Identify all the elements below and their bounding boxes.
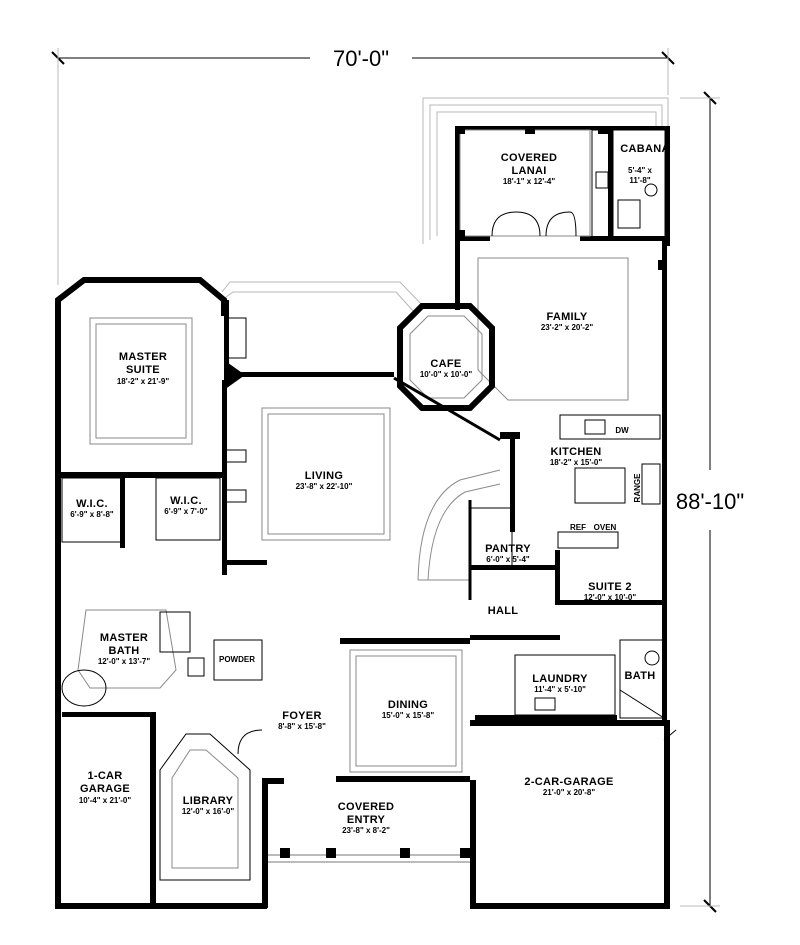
- covered-lanai-room: [455, 126, 613, 241]
- kitchen-label: KITCHEN: [551, 446, 602, 458]
- width-dimension-line: [51, 48, 675, 285]
- master-suite-label: MASTER: [119, 351, 167, 363]
- one-car-garage-label: 1-CAR: [87, 770, 122, 782]
- laundry-room: [475, 654, 617, 720]
- stair: [417, 469, 501, 600]
- bath-room: [619, 639, 665, 719]
- laundry-dims: 11'-4" x 5'-10": [534, 685, 586, 694]
- library-label: LIBRARY: [183, 795, 234, 807]
- powder-room: [187, 639, 263, 681]
- laundry-label: LAUNDRY: [532, 673, 588, 685]
- covered-lanai-label-2: LANAI: [511, 165, 546, 177]
- rear-patio-outline: [221, 281, 423, 313]
- cabana-label: CABANA: [620, 143, 669, 155]
- master-bath-label-2: BATH: [109, 645, 140, 657]
- master-bath-label: MASTER: [100, 632, 148, 644]
- kitchen-room: [500, 414, 661, 549]
- cafe-dims: 10'-0" x 10'-0": [420, 370, 473, 379]
- covered-entry-label: COVERED: [338, 801, 395, 813]
- family-label: FAMILY: [546, 311, 587, 323]
- library-dims: 12'-0" x 16'-0": [182, 807, 235, 816]
- covered-entry-area: [262, 778, 470, 858]
- dw-label: DW: [615, 426, 629, 435]
- pantry-dims: 6'-0" x 5'-4": [486, 555, 530, 564]
- cafe-room: [397, 303, 495, 411]
- wic-1-label: W.I.C.: [76, 498, 108, 510]
- bath-label: BATH: [625, 670, 656, 682]
- suite-2-room: [555, 550, 665, 605]
- two-car-garage-dims: 21'-0" x 20'-8": [543, 788, 596, 797]
- wic-1-dims: 6'-9" x 8'-8": [70, 510, 114, 519]
- living-dims: 23'-8" x 22'-10": [296, 482, 353, 491]
- wic-2-label: W.I.C.: [170, 495, 202, 507]
- hall-label: HALL: [488, 605, 519, 617]
- cabana-dims-2: 11'-8": [629, 176, 650, 185]
- foyer-dims: 8'-8" x 15'-8": [278, 722, 326, 731]
- dining-room: [336, 638, 470, 782]
- one-car-garage-room: [150, 712, 156, 902]
- exterior-walls: [55, 126, 670, 909]
- covered-entry-label-2: ENTRY: [347, 814, 386, 826]
- master-suite-dims: 18'-2" x 21'-9": [117, 377, 170, 386]
- overall-depth-label: 88'-10": [676, 489, 744, 514]
- foyer-label: FOYER: [282, 710, 321, 722]
- covered-lanai-label: COVERED: [501, 152, 558, 164]
- two-car-garage-label: 2-CAR-GARAGE: [524, 776, 613, 788]
- cabana-dims: 5'-4" x: [628, 166, 652, 175]
- lanai-steps: [422, 97, 669, 244]
- master-bath-dims: 12'-0" x 13'-7": [98, 657, 151, 666]
- cafe-label: CAFE: [430, 358, 461, 370]
- pantry-label: PANTRY: [485, 543, 531, 555]
- dining-dims: 15'-0" x 15'-8": [382, 711, 435, 720]
- living-room: [222, 376, 501, 565]
- one-car-garage-label-2: GARAGE: [80, 783, 130, 795]
- oven-label: OVEN: [594, 523, 617, 532]
- pantry-room: [469, 507, 560, 570]
- family-dims: 23'-2" x 20'-2": [541, 323, 594, 332]
- covered-lanai-dims: 18'-1" x 12'-4": [503, 177, 556, 186]
- suite-2-label: SUITE 2: [588, 581, 632, 593]
- range-label: RANGE: [633, 473, 642, 503]
- wic-2-dims: 6'-9" x 7'-0": [164, 507, 208, 516]
- two-car-garage-room: [470, 720, 677, 741]
- library-room: [159, 733, 251, 881]
- master-suite-room: [58, 317, 247, 478]
- closets: [61, 477, 221, 548]
- overall-width-label: 70'-0": [333, 46, 389, 71]
- covered-entry-dims: 23'-8" x 8'-2": [342, 826, 390, 835]
- one-car-garage-dims: 10'-4" x 21'-0": [79, 796, 132, 805]
- master-bath-room: [61, 609, 191, 717]
- suite-2-dims: 12'-0" x 10'-0": [584, 593, 637, 602]
- foyer-area: [237, 729, 263, 755]
- family-room: [477, 257, 666, 401]
- living-label: LIVING: [305, 470, 343, 482]
- hall-area: [470, 635, 560, 640]
- ref-label: REF: [570, 523, 586, 532]
- dining-label: DINING: [388, 699, 428, 711]
- master-suite-label-2: SUITE: [126, 364, 160, 376]
- cabana-room: [612, 129, 666, 239]
- powder-label: POWDER: [219, 655, 255, 664]
- kitchen-dims: 18'-2" x 15'-0": [550, 458, 603, 467]
- depth-dimension-line: [680, 91, 720, 913]
